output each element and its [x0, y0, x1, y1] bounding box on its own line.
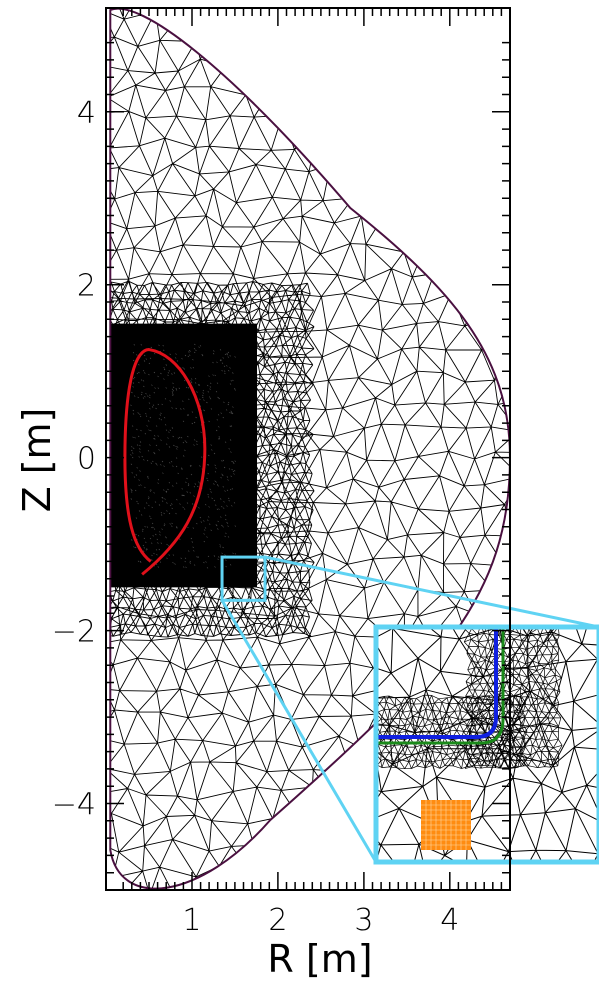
y-tick-label: 4: [77, 96, 96, 131]
inset-coil-grid: [421, 800, 471, 850]
zoom-inset: [373, 624, 599, 865]
x-tick-label: 3: [354, 903, 373, 938]
inset-frame: [373, 624, 599, 865]
x-tick-label: 4: [440, 903, 459, 938]
y-tick-label: −2: [52, 615, 96, 650]
y-tick-label: 0: [77, 442, 96, 477]
axis-ticks: [106, 8, 511, 890]
x-axis-label: R [m]: [267, 937, 372, 981]
x-tick-labels: 1 2 3 4: [182, 903, 459, 938]
x-tick-label: 1: [182, 903, 201, 938]
y-axis-label: Z [m]: [15, 408, 59, 513]
y-tick-labels: 4 2 0 −2 −4: [52, 96, 96, 823]
inset-wall-blue: [376, 627, 498, 739]
y-tick-label: −4: [52, 788, 96, 823]
x-tick-label: 2: [268, 903, 287, 938]
zoom-connector-bottom: [220, 599, 378, 863]
zoom-box: [220, 555, 267, 602]
tick-marks: [106, 8, 511, 890]
zoom-connector-top: [264, 555, 599, 629]
inset-wall-green: [376, 627, 505, 745]
dense-mesh-region: [110, 323, 258, 588]
axes-frame: [105, 7, 511, 891]
y-tick-label: 2: [77, 269, 96, 304]
plasma-contour: [123, 348, 207, 576]
